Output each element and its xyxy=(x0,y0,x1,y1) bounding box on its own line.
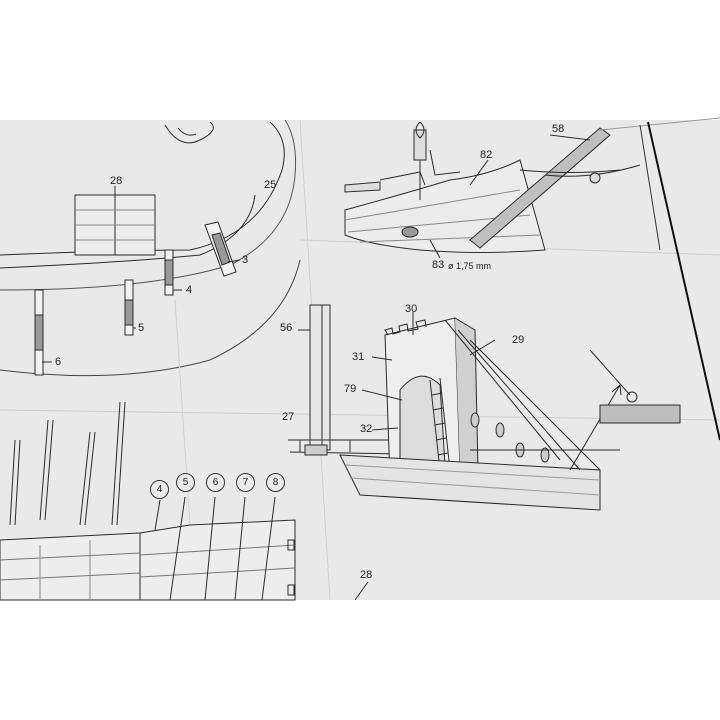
part-label-28-bottom: 28 xyxy=(360,569,373,581)
anchor-stock xyxy=(413,129,427,161)
part-label-25: 25 xyxy=(264,179,277,191)
part-label-27: 27 xyxy=(282,411,295,423)
part-label-58: 58 xyxy=(552,123,565,135)
callout-5: 5 xyxy=(176,473,195,492)
hawse-hole xyxy=(401,226,419,238)
stern-deck-outer xyxy=(0,119,296,291)
part-label-28: 28 xyxy=(110,175,123,187)
lower-hull-curve xyxy=(0,259,301,377)
part-label-82: 82 xyxy=(480,149,493,161)
eye-bolt-arrow xyxy=(569,384,621,471)
callout-7: 7 xyxy=(236,473,255,492)
mast-2 xyxy=(39,419,49,521)
lower-hull-planks xyxy=(0,519,296,601)
stern-rail xyxy=(0,194,256,269)
part-label-30: 30 xyxy=(405,303,418,315)
part-label-83-note: ø 1,75 mm xyxy=(448,261,492,271)
plank-detail xyxy=(599,404,681,424)
callout-4: 4 xyxy=(150,480,169,499)
part-label-5: 5 xyxy=(138,322,145,334)
part-label-83: 83 xyxy=(432,259,445,271)
mast-4 xyxy=(111,401,121,526)
callout-6: 6 xyxy=(206,473,225,492)
part-label-4: 4 xyxy=(186,284,193,296)
part-label-6: 6 xyxy=(55,356,62,368)
callout-8: 8 xyxy=(266,473,285,492)
part-label-56: 56 xyxy=(280,322,293,334)
stern-ornament xyxy=(164,121,214,144)
part-label-32: 32 xyxy=(360,423,373,435)
mast-56 xyxy=(309,304,331,451)
part-label-3: 3 xyxy=(242,254,249,266)
mast-3 xyxy=(79,431,91,526)
mast-1 xyxy=(9,439,16,526)
part-label-79: 79 xyxy=(344,383,357,395)
bowsprit xyxy=(469,127,611,249)
part-label-31: 31 xyxy=(352,351,365,363)
part-label-29: 29 xyxy=(512,334,525,346)
castle-arch xyxy=(399,375,446,470)
